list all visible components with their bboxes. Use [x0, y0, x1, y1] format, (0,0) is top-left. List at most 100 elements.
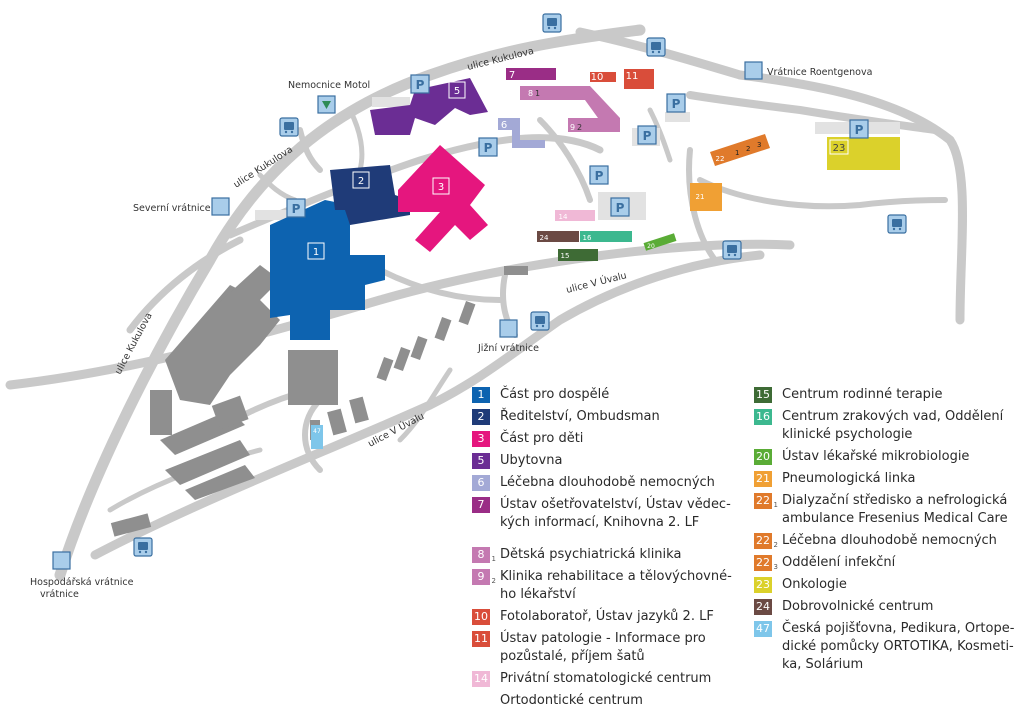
legend-number: 1 — [477, 388, 485, 401]
bus-icon[interactable] — [646, 37, 666, 57]
legend-badge: 2 — [472, 409, 490, 425]
bus-icon[interactable] — [530, 311, 550, 331]
legend-subscript: 2 — [491, 577, 496, 585]
legend-number: 22 — [756, 534, 770, 547]
legend-number: 22 — [756, 556, 770, 569]
building-6-label: 6 — [501, 120, 507, 131]
legend-badge: 21 — [754, 471, 772, 487]
legend-badge — [472, 693, 490, 709]
bus-icon[interactable] — [542, 13, 562, 33]
building-21-label: 21 — [696, 193, 705, 201]
parking-icon[interactable]: P — [478, 137, 498, 157]
legend-badge: 23 — [754, 577, 772, 593]
legend-number: 21 — [756, 472, 770, 485]
parking-icon[interactable]: P — [610, 197, 630, 217]
gate-icon[interactable] — [744, 61, 763, 80]
legend-subscript: 2 — [773, 541, 778, 549]
roentgen-gate-label: Vrátnice Roentgenova — [767, 67, 872, 78]
gates — [52, 61, 763, 570]
building-22-n3: 3 — [757, 141, 761, 149]
building-3[interactable] — [398, 145, 488, 252]
building-2[interactable] — [330, 165, 410, 225]
legend-label: Ředitelství, Ombudsman — [500, 409, 660, 424]
legend-number: 10 — [474, 610, 488, 623]
building-10[interactable] — [590, 72, 616, 82]
building-11[interactable] — [624, 69, 654, 89]
building-6[interactable] — [498, 118, 545, 148]
road-v-uvalu-main — [5, 239, 795, 390]
gate-icon[interactable] — [499, 319, 518, 338]
legend-number: 22 — [756, 494, 770, 507]
legend-label: Privátní stomatologické centrum — [500, 671, 712, 686]
legend-item: 2 Ředitelství, Ombudsman — [472, 408, 742, 426]
building-1-label: 1 — [313, 247, 319, 258]
building-5[interactable] — [370, 78, 488, 135]
legend-label: Oddělení infekční — [782, 555, 896, 570]
parking-icon[interactable]: P — [666, 93, 686, 113]
building-8-9[interactable] — [520, 86, 620, 132]
parking-icon[interactable]: P — [410, 74, 430, 94]
building-1-label-box — [307, 242, 325, 260]
building-7-label: 7 — [509, 70, 515, 81]
building-2-label: 2 — [358, 176, 364, 187]
hospital-logo-icon — [317, 95, 336, 114]
building-20[interactable] — [643, 233, 677, 251]
bus-icon[interactable] — [279, 117, 299, 137]
legend-item: 47 Česká pojišťovna, Pedikura, Ortope-dic… — [754, 620, 1016, 674]
farm-gate-label: Hospodářská vrátnice — [30, 577, 134, 588]
legend-number: 47 — [756, 622, 770, 635]
legend-label: Centrum zrakových vad, Oddělení klinické… — [782, 409, 1004, 442]
legend-number: 7 — [477, 498, 485, 511]
gate-icon[interactable] — [52, 551, 71, 570]
svg-text:P: P — [595, 169, 604, 183]
parking-icon[interactable]: P — [637, 125, 657, 145]
legend-label: Centrum rodinné terapie — [782, 387, 943, 402]
svg-text:P: P — [292, 202, 301, 216]
legend-number: 6 — [477, 476, 485, 489]
bus-icon[interactable] — [133, 537, 153, 557]
building-22-n1: 1 — [735, 149, 739, 157]
parking-icon[interactable]: P — [849, 119, 869, 139]
building-22-n2: 2 — [746, 145, 750, 153]
parking-icon[interactable]: P — [589, 165, 609, 185]
gate-icon[interactable] — [211, 197, 230, 216]
legend-badge: 24 — [754, 599, 772, 615]
bus-icon[interactable] — [887, 214, 907, 234]
building-8-label: 8 — [528, 89, 533, 98]
legend-label: Česká pojišťovna, Pedikura, Ortope-dické… — [782, 621, 1015, 672]
building-16[interactable] — [580, 231, 632, 242]
building-47[interactable] — [311, 425, 323, 449]
building-16-label: 16 — [583, 234, 592, 242]
building-7[interactable] — [506, 68, 556, 80]
legend-number: 3 — [477, 432, 485, 445]
building-3-label: 3 — [438, 182, 444, 193]
legend-label: Část pro dospělé — [500, 387, 610, 402]
building-21[interactable] — [690, 183, 722, 211]
building-24[interactable] — [537, 231, 579, 242]
legend-label: Klinika rehabilitace a tělovýchovné-ho l… — [500, 569, 732, 602]
parking-icon[interactable]: P — [286, 198, 306, 218]
building-1[interactable] — [270, 200, 385, 340]
svg-text:P: P — [616, 201, 625, 215]
building-15[interactable] — [558, 249, 598, 261]
building-14[interactable] — [555, 210, 595, 221]
building-24-label: 24 — [540, 234, 549, 242]
legend-label: Ubytovna — [500, 453, 563, 468]
bus-icon[interactable] — [722, 240, 742, 260]
road-v-uvalu-south — [90, 250, 765, 560]
building-22[interactable] — [710, 134, 770, 166]
legend-subscript: 1 — [773, 501, 778, 509]
svg-text:P: P — [855, 123, 864, 137]
legend-label: Část pro děti — [500, 431, 584, 446]
